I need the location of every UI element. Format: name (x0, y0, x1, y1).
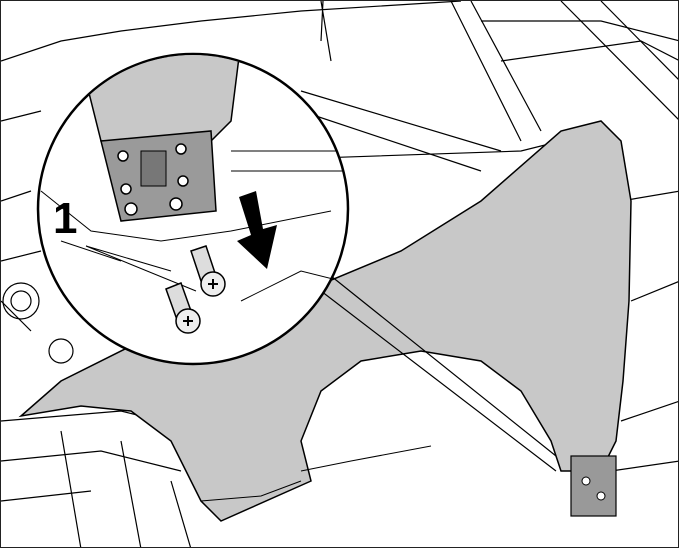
lower-bracket (570, 455, 617, 517)
screw-icon (165, 282, 201, 334)
screw-icon (190, 245, 226, 297)
callout-label: 1 (53, 194, 78, 243)
arrow-down-icon (237, 191, 277, 269)
fender-panel (18, 120, 632, 522)
